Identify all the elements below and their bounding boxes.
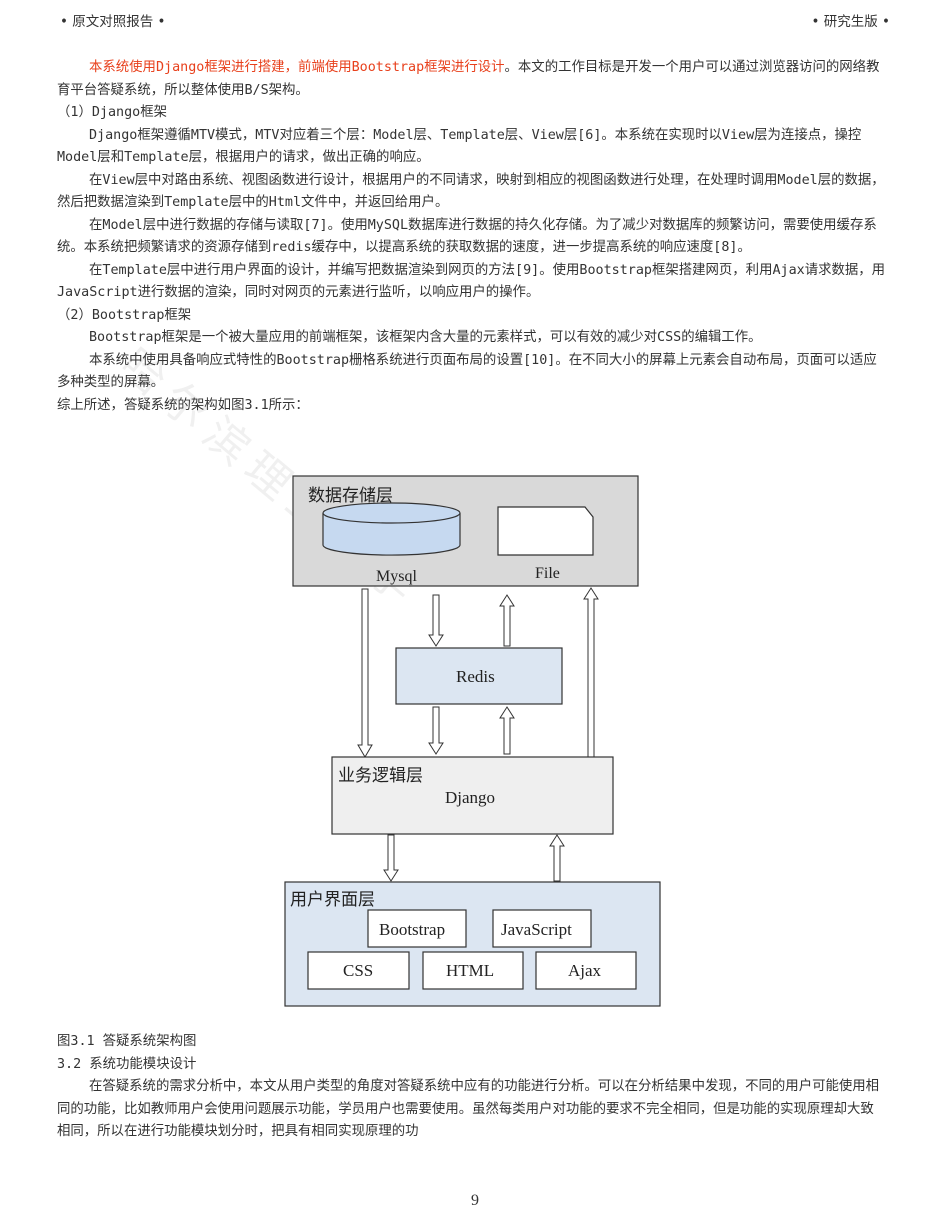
paragraph-5: 在Template层中进行用户界面的设计，并编写把数据渲染到网页的方法[9]。使… <box>57 262 886 301</box>
bootstrap-box <box>367 909 467 948</box>
bootstrap-label: Bootstrap <box>379 920 445 939</box>
storage-layer-label: 数据存储层 <box>308 486 393 506</box>
file-label: File <box>535 565 560 582</box>
paragraph-3: 在View层中对路由系统、视图函数进行设计，根据用户的不同请求，映射到相应的视图… <box>57 172 885 211</box>
report-header-left: • 原文对照报告 • <box>60 14 166 30</box>
css-label: CSS <box>343 961 373 980</box>
html-box <box>422 951 524 990</box>
architecture-diagram: 数据存储层 Mysql File Redis 业务逻辑层 Django 用户界面… <box>284 475 661 1007</box>
paragraph-2: Django框架遵循MTV模式，MTV对应着三个层：Model层、Templat… <box>57 127 862 166</box>
javascript-label: JavaScript <box>501 920 572 939</box>
paragraph-8: 综上所述，答疑系统的架构如图3.1所示： <box>57 397 309 413</box>
html-label: HTML <box>446 961 494 980</box>
figure-caption: 图3.1 答疑系统架构图 <box>57 1034 197 1049</box>
arrow-up-icon <box>583 587 599 758</box>
body-text-top: 本系统使用Django框架进行搭建，前端使用Bootstrap框架进行设计。本文… <box>57 57 887 417</box>
django-label: Django <box>445 788 495 807</box>
report-header-right: • 研究生版 • <box>811 14 890 30</box>
paragraph-9: 在答疑系统的需求分析中，本文从用户类型的角度对答疑系统中应有的功能进行分析。可以… <box>57 1079 880 1139</box>
ajax-box <box>535 951 637 990</box>
arrow-up-icon <box>499 594 515 647</box>
body-text-bottom: 图3.1 答疑系统架构图 3.2 系统功能模块设计 在答疑系统的需求分析中，本文… <box>57 1031 887 1144</box>
highlighted-text: 本系统使用Django框架进行搭建，前端使用Bootstrap框架进行设计 <box>89 60 505 75</box>
paragraph-1: 本系统使用Django框架进行搭建，前端使用Bootstrap框架进行设计。本文… <box>57 60 880 98</box>
paragraph-7: 本系统中使用具备响应式特性的Bootstrap栅格系统进行页面布局的设置[10]… <box>57 352 877 391</box>
arrow-up-icon <box>549 834 565 882</box>
arrow-down-icon <box>428 594 444 647</box>
heading-django: （1）Django框架 <box>57 105 167 120</box>
heading-bootstrap: （2）Bootstrap框架 <box>57 307 192 323</box>
javascript-box <box>492 909 592 948</box>
redis-label: Redis <box>456 667 495 686</box>
paragraph-4: 在Model层中进行数据的存储与读取[7]。使用MySQL数据库进行数据的持久化… <box>57 217 877 256</box>
mysql-label: Mysql <box>376 568 417 585</box>
ajax-label: Ajax <box>568 961 602 980</box>
redis-box <box>395 647 563 705</box>
file-icon <box>497 506 594 556</box>
page-number: 9 <box>471 1192 479 1209</box>
paragraph-6: Bootstrap框架是一个被大量应用的前端框架，该框架内含大量的元素样式，可以… <box>89 330 762 345</box>
arrow-down-icon <box>357 588 373 758</box>
logic-layer-box <box>331 756 614 835</box>
css-box <box>307 951 410 990</box>
ui-layer-label: 用户界面层 <box>290 890 375 910</box>
logic-layer-label: 业务逻辑层 <box>338 766 423 786</box>
mysql-cylinder-icon <box>322 502 461 556</box>
arrow-down-icon <box>383 834 399 882</box>
arrow-down-icon <box>428 706 444 755</box>
section-heading: 3.2 系统功能模块设计 <box>57 1056 197 1072</box>
arrow-up-icon <box>499 706 515 755</box>
